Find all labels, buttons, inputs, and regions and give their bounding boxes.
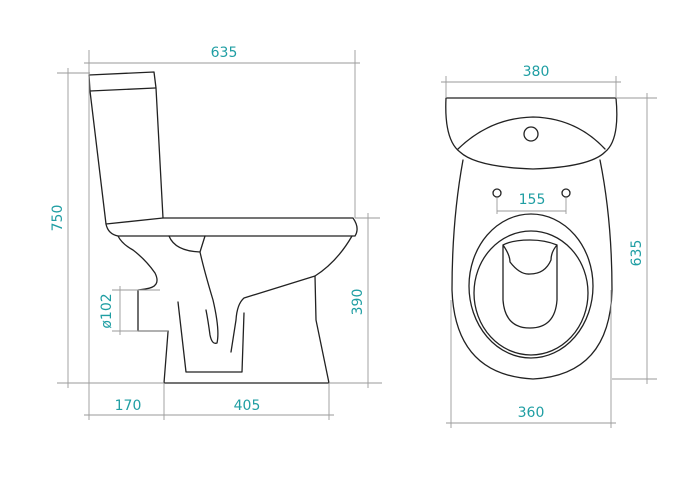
side-view: 635 750 390 ø102 170 405: [50, 45, 382, 420]
dim-bowl-width: 360: [518, 405, 545, 421]
flush-button: [523, 126, 539, 142]
tank: [88, 71, 164, 225]
seat-bolt-hole-left: [492, 188, 502, 198]
seat: [105, 217, 358, 237]
side-dimension-lines: [57, 50, 382, 420]
tank-top: [445, 97, 618, 170]
tank-inner-arc: [457, 116, 606, 150]
bowl-body: [117, 235, 353, 384]
front-dimension-lines: [441, 76, 657, 428]
dim-seat-bolt-spacing: 155: [519, 192, 546, 208]
dim-outlet-offset: 170: [115, 398, 142, 414]
dim-seat-height: 390: [350, 289, 366, 316]
dim-overall-depth: 635: [629, 240, 645, 267]
seat-bolt-hole-right: [561, 188, 571, 198]
dim-overall-length: 635: [211, 45, 238, 61]
front-view: 380 635 155 360: [441, 64, 657, 428]
trapway: [168, 235, 316, 373]
bowl-outline: [451, 159, 613, 380]
dim-base-length: 405: [234, 398, 261, 414]
front-view-outline: [445, 97, 618, 380]
side-view-outline: [88, 71, 358, 384]
dim-outlet-diameter: ø102: [99, 293, 115, 328]
dim-tank-width: 380: [523, 64, 550, 80]
seat-ring-inner: [473, 230, 589, 356]
bowl-opening: [502, 239, 558, 329]
seat-ring-outer: [468, 213, 594, 359]
dim-overall-height: 750: [50, 205, 66, 232]
